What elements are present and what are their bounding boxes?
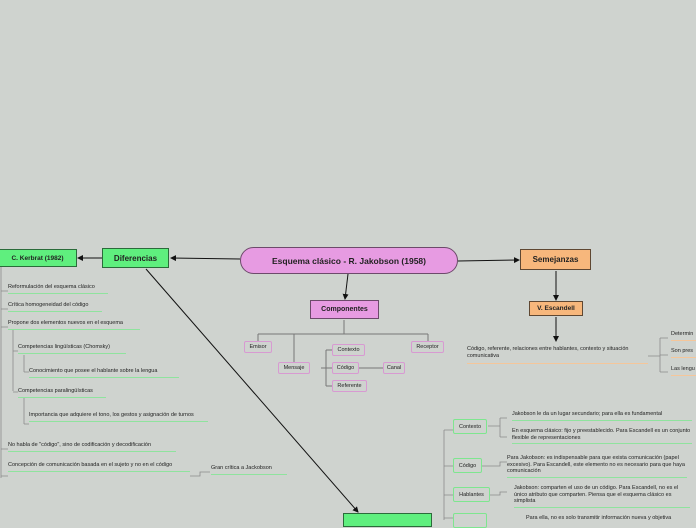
diferencias-node[interactable]: Diferencias [102,248,169,268]
kerbrat-item-reformulacion[interactable]: Reformulación del esquema clásico [8,284,108,294]
receptor-node[interactable]: Receptor [411,341,444,353]
comparison-node-4[interactable] [453,513,487,528]
kerbrat-item-concepcion[interactable]: Concepción de comunicación basada en el … [8,462,190,472]
kerbrat-item-competencias-paralinguisticas[interactable]: Competencias paralingüísticas [18,388,106,398]
kerbrat-item-importancia[interactable]: Importancia que adquiere el tono, los ge… [29,412,208,422]
codigo-node[interactable]: Código [332,362,359,374]
kerbrat-item-critica-codigo[interactable]: Crítica homogeneidad del código [8,302,102,312]
codigo-comparison-node[interactable]: Código [453,458,482,473]
kerbrat-node[interactable]: C. Kerbrat (1982) [0,249,77,267]
referente-node[interactable]: Referente [332,380,367,392]
semejanzas-node[interactable]: Semejanzas [520,249,591,270]
componentes-node[interactable]: Componentes [310,300,379,319]
canal-node[interactable]: Canal [383,362,405,374]
comparison-text-4[interactable]: Para ella, no es solo transmitir informa… [526,515,672,521]
escandell-right-item-2[interactable]: Son pres [671,348,696,358]
escandell-node[interactable]: V. Escandell [529,301,583,316]
kerbrat-item-propone[interactable]: Propone dos elementos nuevos en el esque… [8,320,140,330]
contexto-comparison-node[interactable]: Contexto [453,419,487,434]
central-topic[interactable]: Esquema clásico - R. Jakobson (1958) [240,247,458,274]
escandell-right-item-3[interactable]: Las lengu [671,366,696,376]
emisor-node[interactable]: Emisor [244,341,272,353]
codigo-text[interactable]: Para Jakobson: es indispensable para que… [507,455,687,478]
contexto-text-2[interactable]: En esquema clásico: fijo y preestablecid… [512,428,692,444]
mensaje-node[interactable]: Mensaje [278,362,310,374]
kerbrat-item-competencias-linguisticas[interactable]: Competencias lingüísticas (Chomsky) [18,344,126,354]
hablantes-comparison-node[interactable]: Hablantes [453,487,490,502]
kerbrat-item-gran-critica[interactable]: Gran crítica a Jackobson [211,465,287,475]
escandell-summary[interactable]: Código, referente, relaciones entre habl… [467,346,648,364]
hablantes-text[interactable]: Jakobson: comparten el uso de un código.… [514,485,690,508]
contexto-text-1[interactable]: Jakobson le da un lugar secundario; para… [512,411,692,421]
kerbrat-item-codificacion[interactable]: No habla de "código", sino de codificaci… [8,442,176,452]
contexto-node[interactable]: Contexto [332,344,365,356]
escandell-right-item-1[interactable]: Determin [671,331,696,341]
kerbrat-item-conocimiento[interactable]: Conocimiento que posee el hablante sobre… [29,368,179,378]
bottom-green-node[interactable] [343,513,432,527]
